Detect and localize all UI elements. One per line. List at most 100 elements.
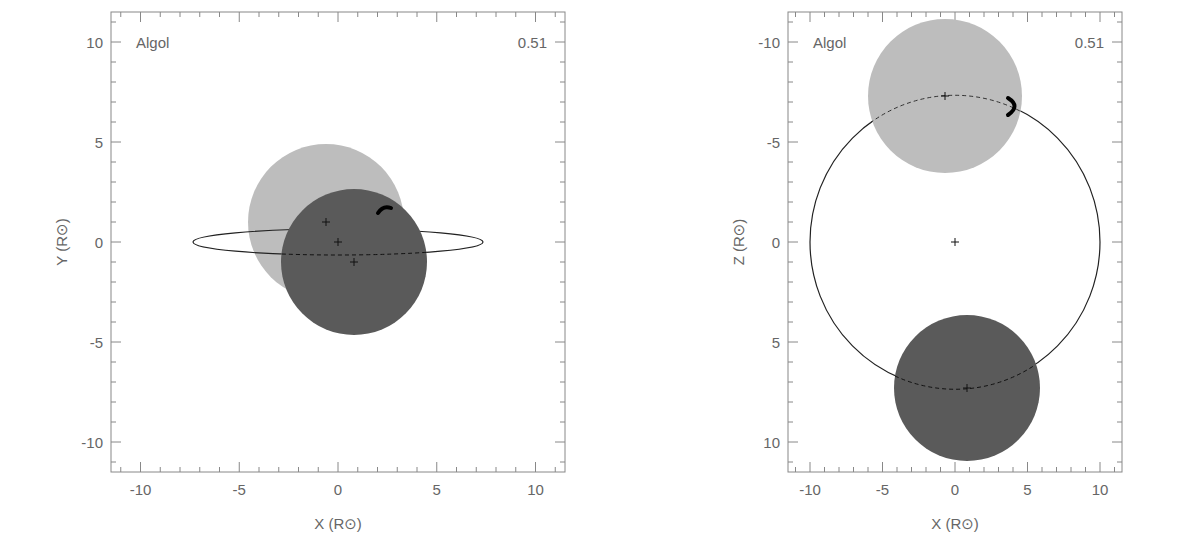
axis-tick xyxy=(377,12,378,17)
axis-tick xyxy=(984,467,985,472)
axis-tick xyxy=(788,382,793,383)
axis-tick xyxy=(111,342,121,343)
axis-tick xyxy=(788,22,793,23)
axis-tick xyxy=(535,12,536,22)
axis-tick xyxy=(853,12,854,17)
axis-tick xyxy=(140,12,141,22)
axis-tick xyxy=(560,282,565,283)
axis-tick xyxy=(476,12,477,17)
axis-tick xyxy=(1112,442,1122,443)
axis-tick xyxy=(259,467,260,472)
axis-tick xyxy=(318,467,319,472)
axis-tick xyxy=(199,12,200,17)
axis-tick xyxy=(278,467,279,472)
axis-tick xyxy=(219,467,220,472)
axis-tick xyxy=(1100,462,1101,472)
axis-tick xyxy=(219,12,220,17)
axis-tick xyxy=(795,12,796,17)
axis-tick xyxy=(476,467,477,472)
axis-tick xyxy=(111,422,116,423)
axis-tick xyxy=(111,82,116,83)
axis-tick xyxy=(436,462,437,472)
axis-tick xyxy=(788,282,793,283)
axis-tick xyxy=(560,162,565,163)
axis-ticks xyxy=(111,12,1122,472)
axis-tick xyxy=(788,122,793,123)
axis-tick xyxy=(111,442,121,443)
hidden-orbit xyxy=(282,252,428,255)
axis-tick xyxy=(1117,82,1122,83)
axis-tick xyxy=(239,462,240,472)
tick-label: 10 xyxy=(527,482,544,497)
axis-tick xyxy=(111,202,116,203)
tick-label: 0 xyxy=(334,482,342,497)
axis-tick xyxy=(1112,342,1122,343)
axis-tick xyxy=(1117,382,1122,383)
axis-tick xyxy=(1071,467,1072,472)
axis-tick xyxy=(555,12,556,17)
tick-label: -10 xyxy=(799,482,821,497)
axis-tick xyxy=(111,142,121,143)
tick-label: 5 xyxy=(433,482,441,497)
tick-label: 0 xyxy=(951,482,959,497)
tick-label: 0 xyxy=(95,235,103,250)
axis-tick xyxy=(560,202,565,203)
axis-label: X (R⊙) xyxy=(314,516,362,531)
axis-tick xyxy=(955,462,956,472)
axis-tick xyxy=(560,462,565,463)
axis-tick xyxy=(111,322,116,323)
axis-tick xyxy=(940,467,941,472)
axis-tick xyxy=(180,12,181,17)
axis-tick xyxy=(926,12,927,17)
axis-tick xyxy=(1013,467,1014,472)
axis-tick xyxy=(560,262,565,263)
tick-label: -5 xyxy=(233,482,246,497)
center-marks xyxy=(941,92,971,392)
hidden-orbit xyxy=(895,365,1035,389)
axis-tick xyxy=(120,467,121,472)
axis-tick xyxy=(555,142,565,143)
axis-tick xyxy=(788,302,793,303)
axis-tick xyxy=(868,12,869,17)
axis-tick xyxy=(824,467,825,472)
axis-tick xyxy=(111,462,116,463)
stream-arc xyxy=(378,207,391,213)
axis-tick xyxy=(1056,467,1057,472)
axis-tick xyxy=(120,12,121,17)
axis-tick xyxy=(1117,182,1122,183)
axis-tick xyxy=(338,12,339,22)
axis-tick xyxy=(417,467,418,472)
axis-tick xyxy=(926,467,927,472)
axis-tick xyxy=(911,12,912,17)
tick-label: -5 xyxy=(90,335,103,350)
axis-tick xyxy=(1042,12,1043,17)
axis-tick xyxy=(788,442,798,443)
axis-tick xyxy=(1117,162,1122,163)
axis-tick xyxy=(111,182,116,183)
axis-tick xyxy=(1117,282,1122,283)
phase-label: 0.51 xyxy=(1075,35,1104,50)
axis-tick xyxy=(199,467,200,472)
axis-tick xyxy=(496,12,497,17)
axis-tick xyxy=(1117,302,1122,303)
axis-tick xyxy=(318,12,319,17)
axis-tick xyxy=(535,462,536,472)
axis-tick xyxy=(788,202,793,203)
axis-tick xyxy=(839,467,840,472)
panel-label: Algol xyxy=(813,35,846,50)
axis-tick xyxy=(560,122,565,123)
axis-tick xyxy=(788,422,793,423)
axis-tick xyxy=(1013,12,1014,17)
axis-tick xyxy=(788,362,793,363)
axis-tick xyxy=(560,362,565,363)
axis-tick xyxy=(560,182,565,183)
axis-tick xyxy=(555,467,556,472)
axis-tick xyxy=(515,12,516,17)
axis-tick xyxy=(555,442,565,443)
tick-label: 10 xyxy=(763,435,780,450)
axis-tick xyxy=(810,462,811,472)
tick-label: -5 xyxy=(767,135,780,150)
axis-tick xyxy=(111,42,121,43)
axis-tick xyxy=(111,102,116,103)
axis-tick xyxy=(1027,462,1028,472)
